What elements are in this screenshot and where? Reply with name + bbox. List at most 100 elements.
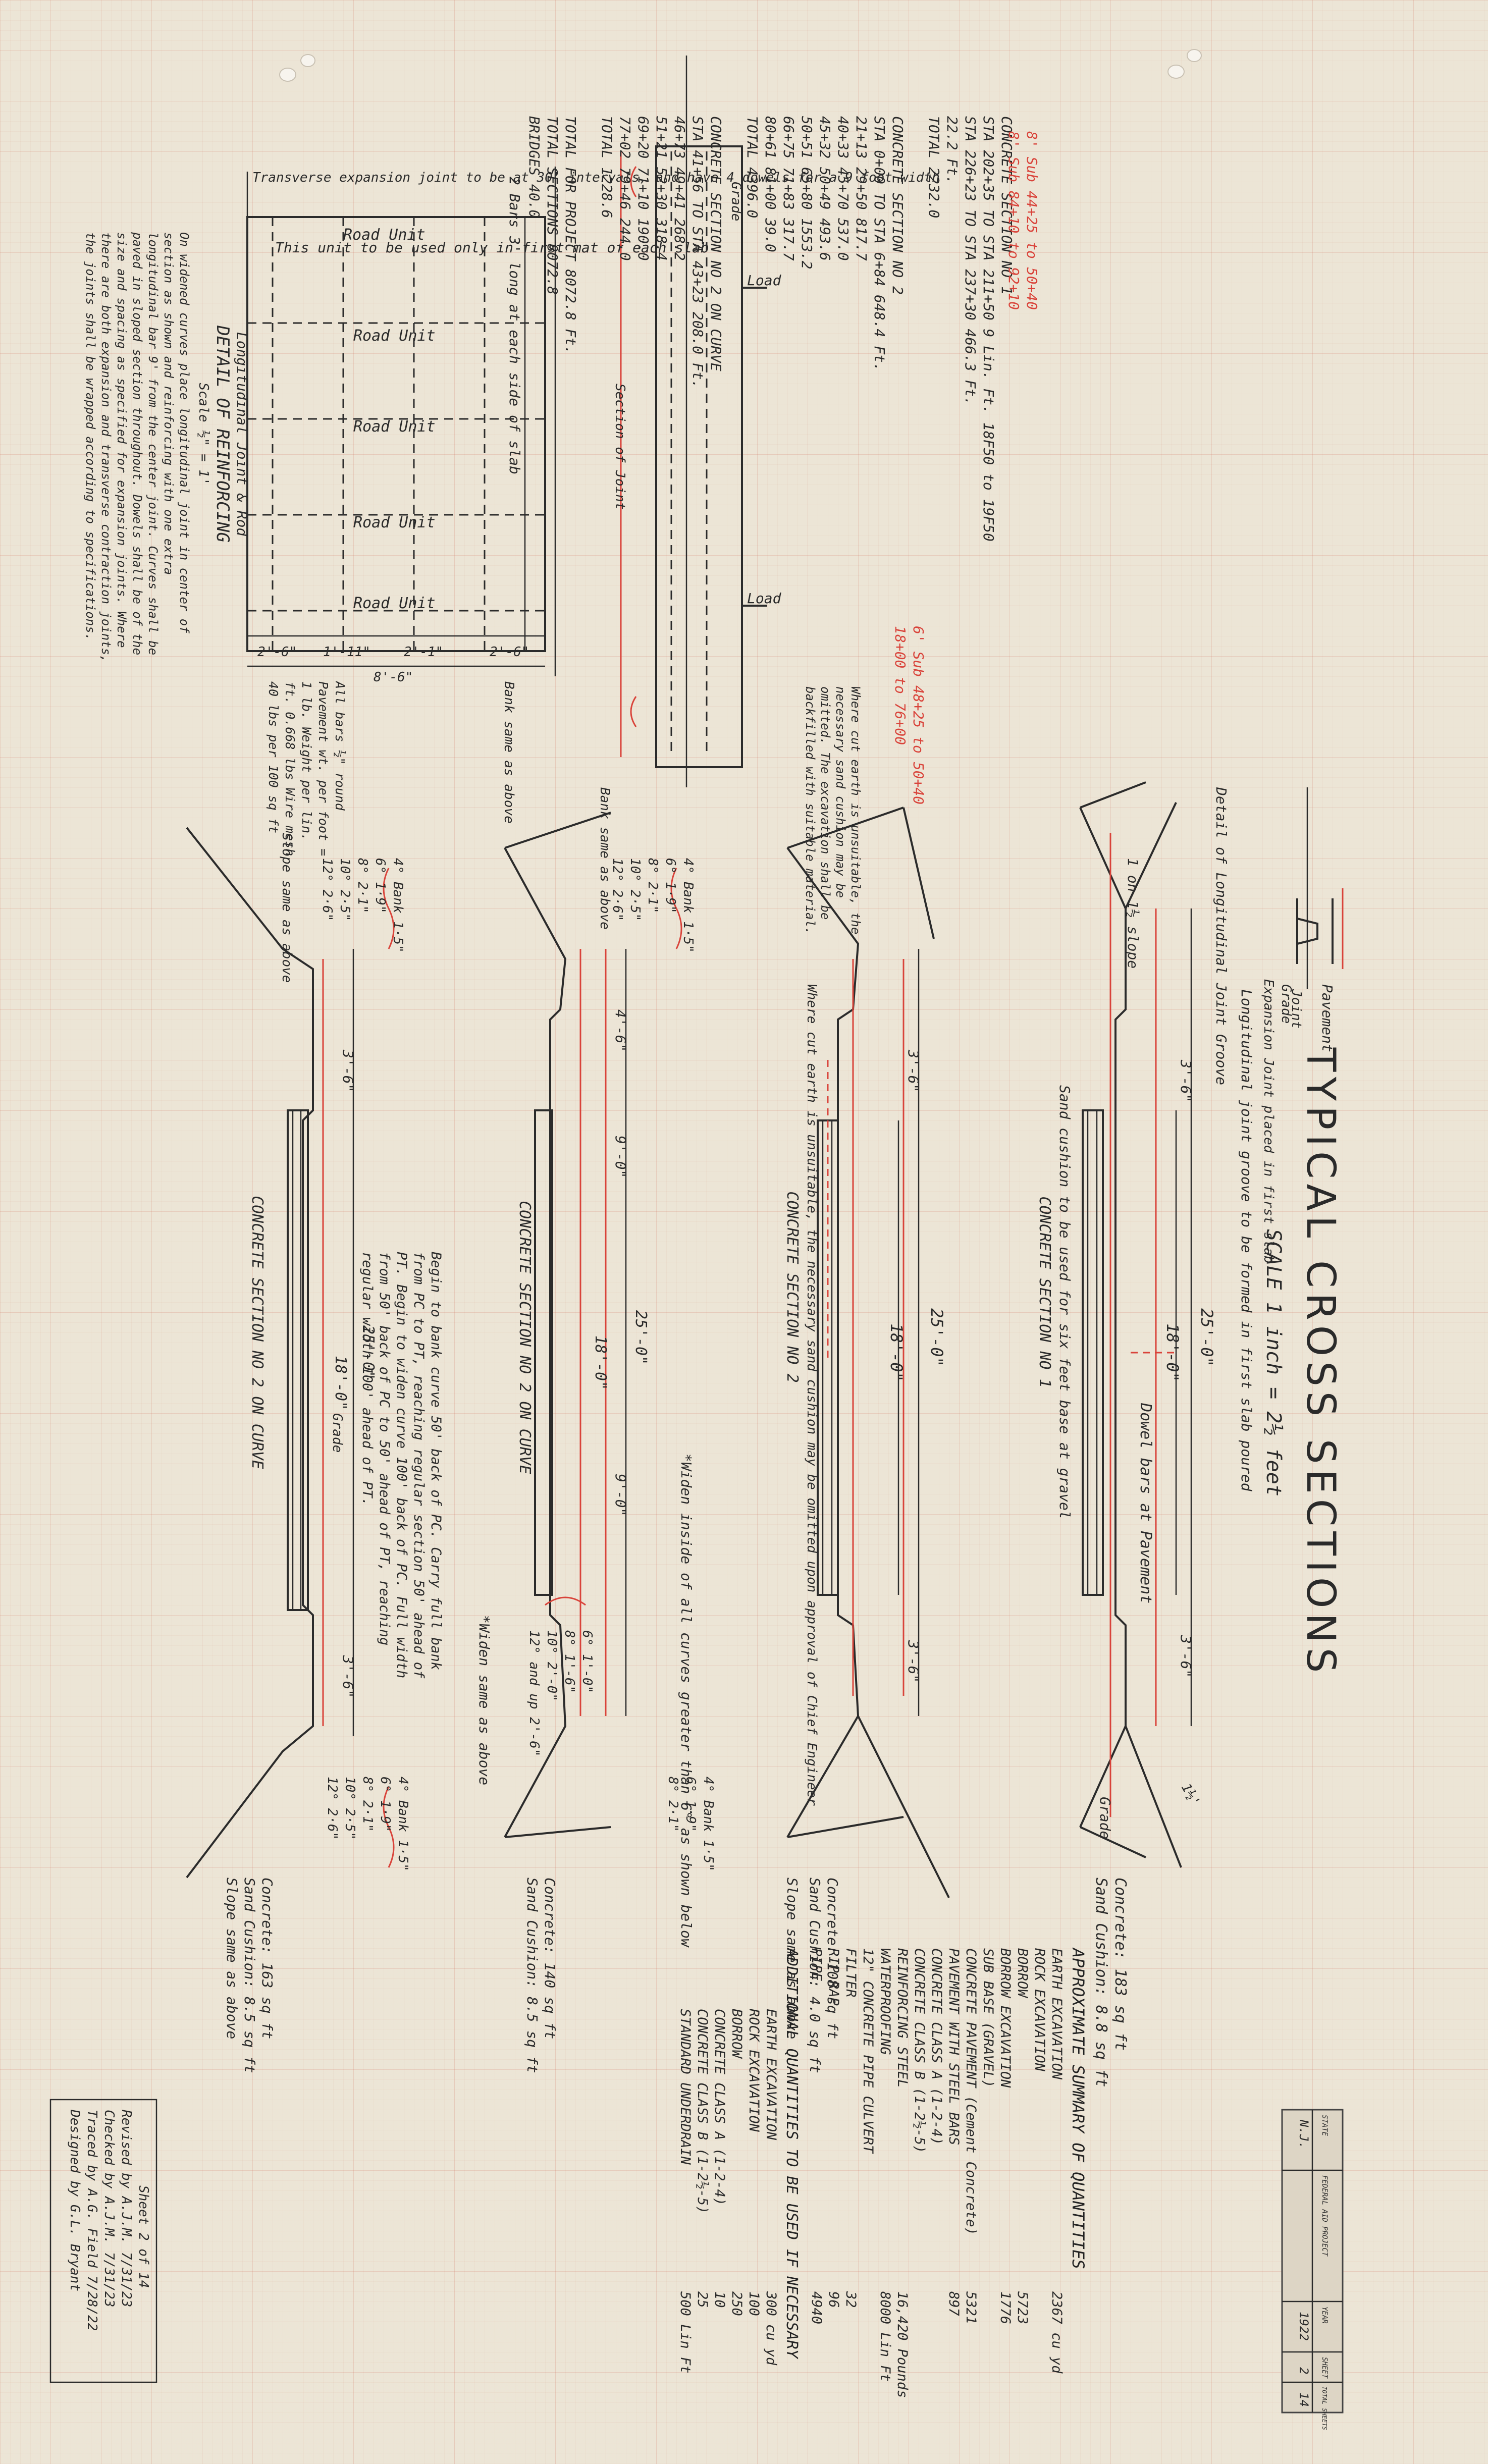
- widen-row: 12° and up 2'-6": [526, 1630, 542, 1756]
- joint-detail-label: Joint: [1289, 989, 1304, 1029]
- section-4-slab-inner: [292, 1109, 302, 1611]
- section-1-slope: 1 on 1½ slope: [1125, 858, 1141, 969]
- summary-item: FILTER: [843, 1948, 859, 1998]
- additional-value: 500 Lin Ft: [677, 2291, 693, 2374]
- section-2-note-sand: Sand Cushion: 4.0 sq ft: [807, 1878, 823, 2073]
- stamp-cell: TOTAL SHEETS: [1321, 2386, 1328, 2430]
- summary-item: ROCK EXCAVATION: [1032, 1948, 1047, 2072]
- section-3-width: 4'-6": [612, 1009, 629, 1052]
- additional-value: 250: [729, 2291, 745, 2316]
- quantity-line: 77+02 79+46 244.0: [617, 116, 633, 261]
- section-2-note-concrete: Concrete: 108 sq ft: [824, 1878, 841, 2039]
- section-4-bank-table-bottom: 4° Bank 1·5" 6° 1·9" 8° 2·1" 10° 2·5" 12…: [325, 1777, 410, 1871]
- bank-row: 8° 2·1": [665, 1777, 680, 1832]
- signature-line: Checked by A.J.M. 7/31/23: [101, 2110, 117, 2307]
- reinforcing-label: Road Unit: [353, 327, 436, 345]
- reinforcing-dim: 1'-11": [323, 645, 370, 660]
- red-note: 8' Sub 84+10 to 92+10: [1005, 131, 1022, 310]
- joint-load-label: Load: [747, 272, 782, 289]
- section-3-caption: CONCRETE SECTION NO 2 ON CURVE: [516, 1201, 534, 1474]
- section-1-total-width: 25'-0": [1197, 1308, 1216, 1367]
- section-2-slope: [787, 807, 904, 849]
- section-3-red-brace: [545, 1596, 586, 1606]
- section-4-red-brace: [383, 1786, 395, 1868]
- summary-item: WATERPROOFING: [877, 1948, 893, 2055]
- section-4-caption: CONCRETE SECTION NO 2 ON CURVE: [248, 1196, 266, 1469]
- bank-row: 10° 2·5": [627, 858, 643, 921]
- reinforcing-label: Road Unit: [343, 226, 426, 244]
- cross-section-3: [504, 812, 682, 1838]
- summary-item: CONCRETE PAVEMENT (Cement Concrete): [963, 1948, 979, 2235]
- reinforcing-dim: 2'-6": [490, 645, 529, 660]
- section-2-total-width: 25'-0": [927, 1308, 946, 1367]
- summary-value: 4940: [809, 2291, 824, 2324]
- joint-detail-label: Expansion Joint placed in first slab: [1261, 979, 1276, 1264]
- reinforcing-label: Road Unit: [353, 418, 436, 436]
- section-2-slope-note: Slope same as above: [784, 1878, 801, 2039]
- reinforcing-label: Road Unit: [353, 595, 436, 612]
- quantity-line: 50+51 65+80 1553.2: [799, 116, 815, 269]
- quantity-line: TOTAL 4396.0: [744, 116, 761, 218]
- reinforcing-dim: 2'-1": [404, 645, 443, 660]
- section-1-slab: [1082, 1109, 1104, 1596]
- quantity-line: 46+73 49+41 268.2: [671, 116, 688, 261]
- section-4-slab-width: 18'-0": [332, 1356, 349, 1410]
- section-1-note-sand: Sand Cushion: 8.8 sq ft: [1092, 1878, 1110, 2087]
- quantity-line: TOTAL FOR PROJECT 8072.8 Ft.: [562, 116, 579, 354]
- quantity-line: 40+33 45+70 537.0: [835, 116, 852, 261]
- section-2-slope: [787, 1816, 904, 1838]
- quantity-line: CONCRETE SECTION NO 2: [889, 116, 906, 295]
- reinforcing-outline: [246, 216, 546, 652]
- drawing-scale: SCALE 1 inch = 2½ feet: [1262, 1229, 1285, 1496]
- stamp-cell: YEAR: [1320, 2307, 1328, 2324]
- joint-red-brace: [630, 166, 637, 197]
- summary-value: 32: [843, 2291, 859, 2308]
- cross-section-1: [1079, 781, 1192, 1868]
- section-1-slab-inner: [1087, 1109, 1098, 1596]
- quantity-line: 80+61 81+00 39.0: [762, 116, 779, 252]
- joint-grade: Grade: [728, 182, 743, 221]
- quantity-line: STA 226+23 TO STA 237+30 466.3 Ft.: [962, 116, 979, 405]
- approx-summary: APPROXIMATE SUMMARY OF QUANTITIES EARTH …: [677, 1947, 1088, 2398]
- summary-item: CONCRETE CLASS B (1-2½-5): [912, 1948, 927, 2153]
- signature-line: Revised by A.J.M. 7/31/23: [119, 2110, 134, 2307]
- additional-item: BORROW: [729, 2009, 745, 2059]
- additional-value: 300 cu yd: [763, 2291, 779, 2366]
- summary-value: 16,420 Pounds: [894, 2291, 910, 2398]
- quantity-line: TOTAL SECTIONS 8072.8: [544, 116, 561, 295]
- section-3-slab: [534, 1109, 553, 1596]
- bank-row: 12° 2·6": [325, 1777, 340, 1840]
- quantity-line: 45+32 50+49 493.6: [817, 116, 833, 261]
- signature-line: Sheet 2 of 14: [136, 2185, 151, 2288]
- reinforcing-scale: Scale ½" = 1': [196, 383, 211, 486]
- punch-hole: [1187, 49, 1202, 62]
- bank-row: 4° Bank 1·5": [390, 858, 405, 953]
- bank-row: 6° 1·9": [683, 1777, 698, 1832]
- section-2-base-note: Where cut earth is unsuitable, the neces…: [804, 984, 819, 1806]
- additional-value: 25: [695, 2291, 710, 2308]
- cross-section-2: [786, 807, 950, 1898]
- quantities-side-notes: Where cut earth is unsuitable, the neces…: [803, 686, 863, 935]
- joint-red-brace: [630, 696, 637, 727]
- side-notes-text: Where cut earth is unsuitable, the neces…: [803, 686, 863, 935]
- section-1-center-note: Dowel bars at Pavement: [1137, 1403, 1154, 1603]
- quantity-line: 69+20 71+10 190.0: [635, 116, 652, 261]
- summary-value: 8000 Lin Ft: [877, 2291, 893, 2382]
- quantity-line: CONCRETE SECTION NO 1: [998, 116, 1015, 295]
- stamp-value: 1922: [1297, 2312, 1311, 2341]
- section-3-slab-width: 18'-0": [592, 1335, 609, 1390]
- section-3-bank-table: 4° Bank 1·5" 6° 1·9" 8° 2·1" 10° 2·5" 12…: [610, 858, 696, 953]
- reinforcing-grid: [246, 167, 556, 676]
- summary-item: SUB BASE (GRAVEL): [980, 1948, 996, 2087]
- reinforcing-dim: 8'-6": [374, 670, 413, 685]
- summary-item: RIP RAP: [826, 1948, 841, 2006]
- section-1-slope-top: [1080, 781, 1146, 809]
- stamp-cell: FEDERAL AID PROJECT: [1320, 2175, 1328, 2257]
- bars-text: All bars ½" round Pavement wt. per foot …: [266, 681, 347, 856]
- section-3-widen-same: *Widen same as above: [476, 1615, 493, 1785]
- section-3-slope: [504, 1826, 611, 1838]
- stamp-value-row: N.J. 1922 2 14: [1297, 2119, 1311, 2407]
- red-note: 18+00 to 76+00: [892, 626, 909, 745]
- widen-row: 10° 2'-0": [544, 1630, 559, 1701]
